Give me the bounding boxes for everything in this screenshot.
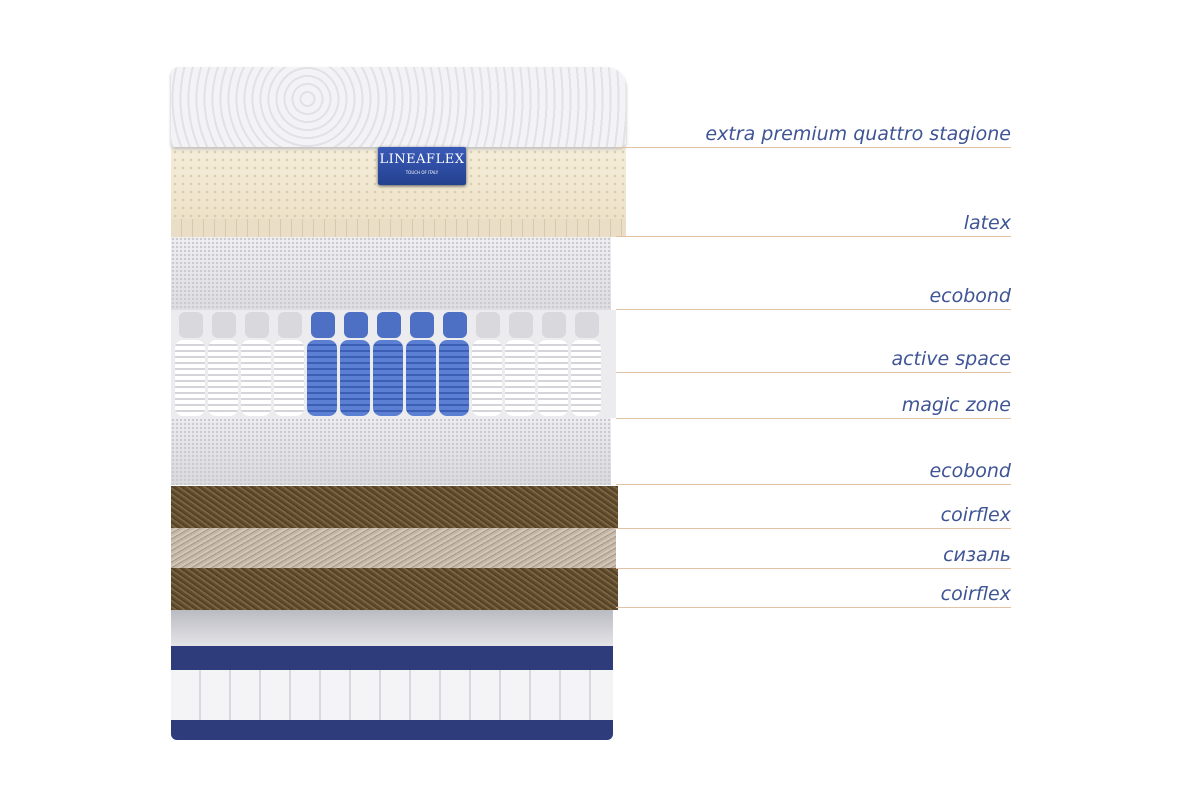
layer-label: coirflex xyxy=(940,583,1011,605)
pocket-spring xyxy=(571,340,601,416)
pocket-spring xyxy=(175,340,205,416)
spring-top xyxy=(476,312,500,338)
callout-sisal: сизаль xyxy=(616,544,1011,569)
spring-top xyxy=(410,312,434,338)
pocket-spring xyxy=(208,340,238,416)
layer-label: сизаль xyxy=(943,544,1011,566)
spring-top xyxy=(212,312,236,338)
spring-top xyxy=(443,312,467,338)
coirflex-layer-top xyxy=(171,486,618,528)
layer-label: ecobond xyxy=(929,460,1011,482)
spring-top xyxy=(179,312,203,338)
pocket-springs-layer xyxy=(171,310,616,418)
layer-label: magic zone xyxy=(901,394,1011,416)
ecobond-layer-bottom xyxy=(171,418,611,485)
spring-top xyxy=(344,312,368,338)
pocket-spring xyxy=(472,340,502,416)
callout-ecobond-top: ecobond xyxy=(616,285,1011,310)
pocket-spring xyxy=(538,340,568,416)
callout-latex: latex xyxy=(616,212,1011,237)
brand-logo: LINEAFLEX TOUCH OF ITALY xyxy=(378,147,466,185)
layer-label: latex xyxy=(963,212,1011,234)
callout-coirflex-top: coirflex xyxy=(616,504,1011,529)
spring-top xyxy=(575,312,599,338)
spring-top xyxy=(311,312,335,338)
callout-coirflex-bottom: coirflex xyxy=(616,583,1011,608)
pocket-spring xyxy=(274,340,304,416)
sisal-layer xyxy=(171,528,616,568)
pocket-spring xyxy=(406,340,436,416)
spring-top xyxy=(245,312,269,338)
coirflex-layer-bottom xyxy=(171,568,618,610)
pocket-spring xyxy=(373,340,403,416)
mattress-base xyxy=(171,608,613,740)
callout-cover: extra premium quattro stagione xyxy=(616,123,1011,148)
layer-label: active space xyxy=(891,348,1011,370)
spring-top xyxy=(509,312,533,338)
layer-label: ecobond xyxy=(929,285,1011,307)
spring-top xyxy=(377,312,401,338)
spring-top xyxy=(542,312,566,338)
layer-label: extra premium quattro stagione xyxy=(705,123,1011,145)
ecobond-layer-top xyxy=(171,237,611,310)
pocket-spring xyxy=(241,340,271,416)
callout-active-space: active space xyxy=(616,348,1011,373)
pocket-spring xyxy=(307,340,337,416)
quilted-cover-layer xyxy=(171,67,626,147)
pocket-spring xyxy=(340,340,370,416)
spring-top xyxy=(278,312,302,338)
callout-ecobond-bottom: ecobond xyxy=(616,460,1011,485)
layer-label: coirflex xyxy=(940,504,1011,526)
callout-magic-zone: magic zone xyxy=(616,394,1011,419)
pocket-spring xyxy=(505,340,535,416)
pocket-spring xyxy=(439,340,469,416)
